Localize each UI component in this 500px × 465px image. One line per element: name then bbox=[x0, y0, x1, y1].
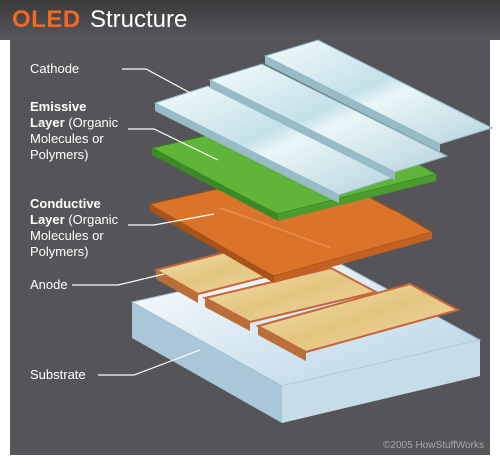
conductive-label-rest-2: Molecules or bbox=[30, 228, 104, 243]
substrate-leader bbox=[98, 349, 201, 376]
emissive-leader bbox=[128, 128, 219, 161]
copyright-credit: ©2005 HowStuffWorks bbox=[383, 440, 484, 451]
anode-leader bbox=[72, 273, 165, 286]
conductive-label-rest-3: Polymers) bbox=[30, 244, 89, 259]
title-oled: OLED bbox=[12, 6, 81, 33]
conductive-layer-label: Conductive Layer (Organic Molecules or P… bbox=[30, 196, 118, 260]
substrate-label: Substrate bbox=[30, 367, 86, 382]
emissive-label-rest-1: (Organic bbox=[68, 115, 119, 130]
cathode-strips bbox=[153, 39, 494, 203]
conductive-label-rest-1: (Organic bbox=[68, 212, 119, 227]
title-structure: Structure bbox=[90, 6, 188, 33]
cathode-leader bbox=[122, 68, 197, 97]
emissive-label-rest-3: Polymers) bbox=[30, 147, 89, 162]
leader-lines bbox=[72, 68, 219, 376]
anode-label: Anode bbox=[30, 277, 68, 292]
conductive-label-bold-1: Conductive bbox=[30, 196, 101, 211]
cathode-label: Cathode bbox=[30, 61, 80, 76]
conductive-label-bold-2: Layer bbox=[30, 212, 65, 227]
emissive-label-rest-2: Molecules or bbox=[30, 131, 104, 146]
emissive-label-bold-2: Layer bbox=[30, 115, 65, 130]
conductive-leader bbox=[128, 213, 215, 226]
emissive-layer-label: Emissive Layer (Organic Molecules or Pol… bbox=[30, 99, 118, 163]
title-bar: OLED Structure bbox=[0, 0, 500, 40]
emissive-label-bold-1: Emissive bbox=[30, 99, 87, 114]
